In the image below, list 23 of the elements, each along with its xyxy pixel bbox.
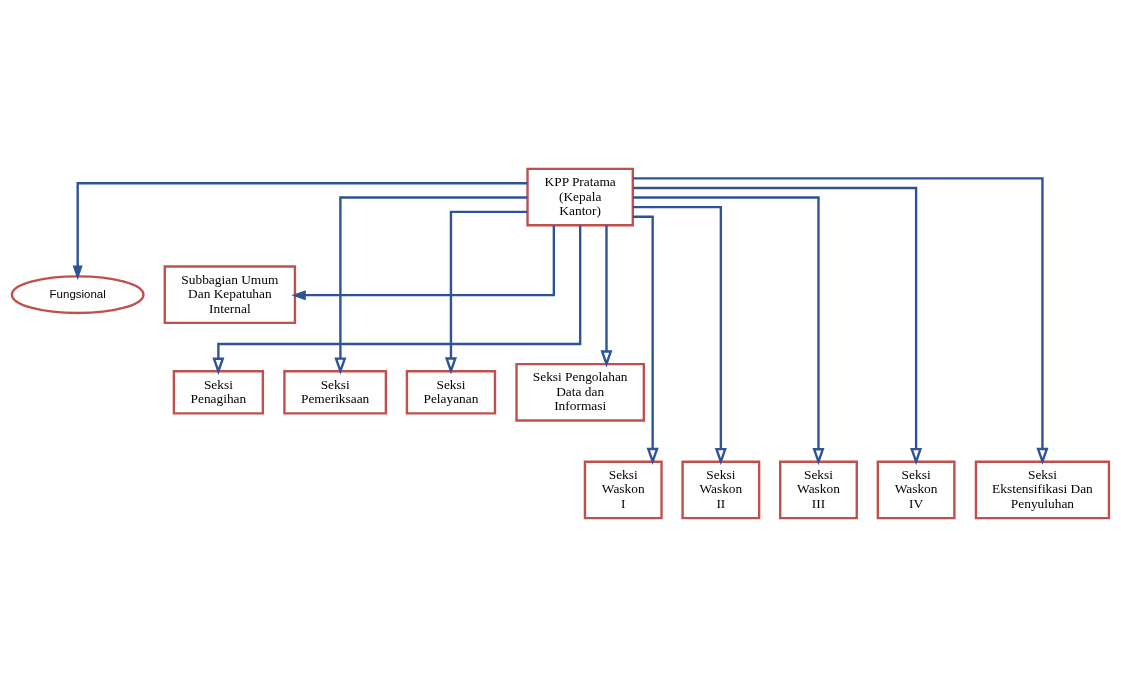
node-box: Seksi Waskon III bbox=[779, 460, 858, 519]
arrow bbox=[334, 195, 528, 375]
arrow bbox=[633, 176, 1049, 465]
node-box: KPP Pratama (Kepala Kantor) bbox=[526, 167, 634, 226]
node-box: Seksi Waskon I bbox=[583, 460, 663, 519]
arrow bbox=[632, 205, 727, 465]
node-box: Seksi Pemeriksaan bbox=[283, 369, 388, 415]
node-box: Seksi Waskon IV bbox=[876, 460, 956, 519]
arrow bbox=[633, 186, 923, 465]
node-box: Seksi Waskon II bbox=[681, 460, 761, 519]
node-box: Seksi Ekstensifikasi Dan Penyuluhan bbox=[974, 460, 1111, 519]
node-box: Seksi Penagihan bbox=[172, 369, 265, 415]
node-box: Subbagian Umum Dan Kepatuhan Internal bbox=[163, 264, 297, 324]
arrow bbox=[212, 224, 582, 375]
node-box: Seksi Pelayanan bbox=[405, 369, 497, 415]
arrow bbox=[72, 181, 528, 280]
node-box: Seksi Pengolahan Data dan Informasi bbox=[515, 362, 645, 422]
arrow bbox=[632, 215, 659, 465]
arrow bbox=[600, 224, 613, 367]
arrow bbox=[444, 210, 528, 375]
arrow bbox=[633, 195, 825, 465]
arrow bbox=[291, 224, 556, 300]
node-ellipse: Fungsional bbox=[10, 274, 145, 314]
